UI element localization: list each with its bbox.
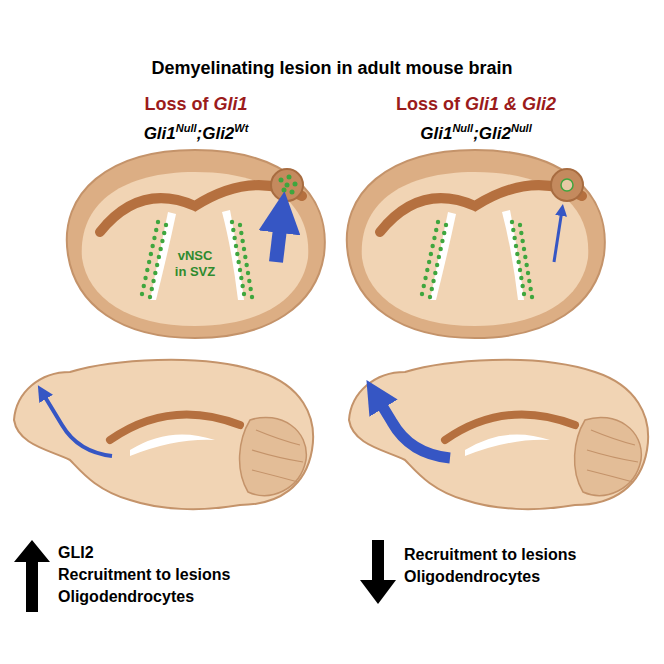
text-line: vNSC bbox=[178, 246, 213, 264]
coronal-brain bbox=[67, 150, 325, 338]
text-line: Oligodendrocytes bbox=[58, 588, 194, 606]
sagittal-brain bbox=[349, 360, 648, 509]
text-line: Gli1Null;Gli2Null bbox=[420, 122, 531, 144]
outcome-label: Recruitment to lesions bbox=[58, 566, 230, 583]
genotype-label: ;Gli2 bbox=[473, 124, 511, 143]
trend-arrow bbox=[14, 540, 396, 612]
figure-title: Demyelinating lesion in adult mouse brai… bbox=[151, 58, 512, 78]
text-line: GLI2 bbox=[58, 544, 94, 562]
region-label: vNSC bbox=[178, 248, 213, 263]
sagittal-brain bbox=[14, 360, 313, 509]
region-label: in SVZ bbox=[175, 264, 215, 279]
outcome-label: Oligodendrocytes bbox=[58, 588, 194, 605]
allele-superscript: Null bbox=[176, 122, 197, 134]
gene-name: Gli1 & Gli2 bbox=[465, 94, 556, 114]
allele-superscript: Null bbox=[511, 122, 532, 134]
allele-superscript: Null bbox=[452, 122, 473, 134]
text-line: in SVZ bbox=[175, 262, 215, 280]
genotype-label: ;Gli2 bbox=[197, 124, 235, 143]
text-line: Oligodendrocytes bbox=[404, 568, 540, 586]
text-line: Loss ofGli1 & Gli2 bbox=[396, 94, 556, 115]
coronal-brain bbox=[347, 150, 605, 338]
genotype-label: Gli1 bbox=[420, 124, 452, 143]
outcome-label: Oligodendrocytes bbox=[404, 568, 540, 585]
text-line: Recruitment to lesions bbox=[404, 546, 576, 564]
text-line: Gli1Null;Gli2Wt bbox=[144, 122, 249, 144]
genotype-label: Gli1 bbox=[144, 124, 176, 143]
outcome-label: GLI2 bbox=[58, 544, 94, 561]
allele-superscript: Wt bbox=[234, 122, 248, 134]
text-line: Demyelinating lesion in adult mouse brai… bbox=[151, 58, 512, 79]
heading: Loss of bbox=[396, 94, 460, 114]
text-line: Recruitment to lesions bbox=[58, 566, 230, 584]
heading: Loss of bbox=[144, 94, 208, 114]
gene-name: Gli1 bbox=[214, 94, 248, 114]
outcome-label: Recruitment to lesions bbox=[404, 546, 576, 563]
text-line: Loss of Gli1 bbox=[144, 94, 247, 115]
